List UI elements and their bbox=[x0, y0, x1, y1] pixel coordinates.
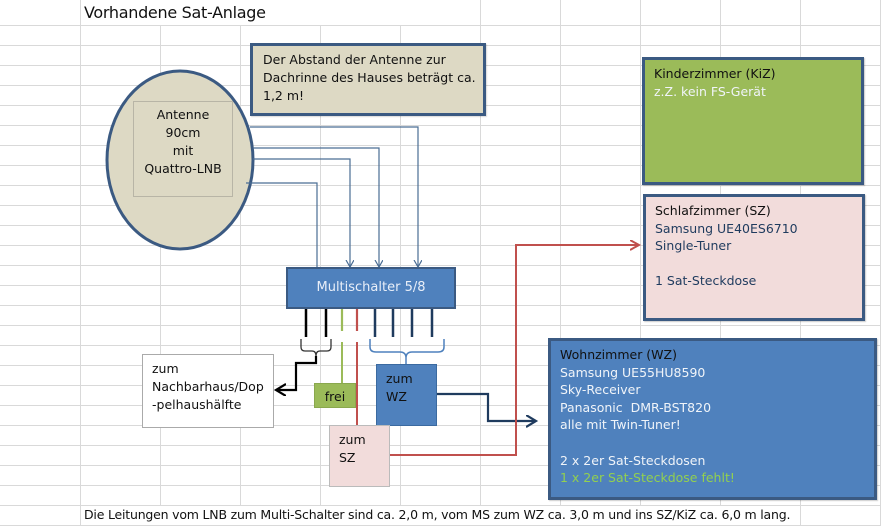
note-line: Dachrinne des Hauses beträgt ca. bbox=[263, 70, 476, 85]
room-wohnzimmer: Wohnzimmer (WZ) Samsung UE55HU8590 Sky-R… bbox=[548, 338, 877, 500]
cable-length-footer: Die Leitungen vom LNB zum Multi-Schalter… bbox=[84, 507, 791, 522]
to-wz-line: WZ bbox=[386, 389, 407, 404]
note-line: 1,2 m! bbox=[263, 88, 305, 103]
antenna-line: Quattro-LNB bbox=[144, 161, 222, 176]
to-sz-line: SZ bbox=[339, 450, 356, 465]
nachbar-line: -pelhaushälfte bbox=[152, 397, 242, 412]
room-line: z.Z. kein FS-Gerät bbox=[654, 83, 766, 99]
room-line: Single-Tuner bbox=[655, 238, 732, 254]
room-line bbox=[560, 434, 865, 452]
room-line: Sky-Receiver bbox=[560, 382, 641, 398]
room-line: alle mit Twin-Tuner! bbox=[560, 417, 681, 433]
nachbar-line: zum bbox=[152, 361, 179, 376]
antenna-line: mit bbox=[172, 143, 194, 158]
room-schlafzimmer: Schlafzimmer (SZ) Samsung UE40ES6710 Sin… bbox=[643, 194, 865, 321]
nachbar-line: Nachbarhaus/Dop bbox=[152, 379, 264, 394]
note-line: Der Abstand der Antenne zur bbox=[263, 52, 446, 67]
to-sz-box: zum SZ bbox=[329, 425, 390, 487]
room-line: Samsung UE55HU8590 bbox=[560, 364, 706, 380]
frei-box: frei bbox=[314, 383, 356, 408]
room-title: Schlafzimmer (SZ) bbox=[655, 203, 771, 218]
antenna-line: 90cm bbox=[165, 125, 201, 140]
nachbarhaus-box: zum Nachbarhaus/Dop -pelhaushälfte bbox=[142, 354, 274, 428]
room-line: 2 x 2er Sat-Steckdosen bbox=[560, 452, 706, 468]
multiswitch-box: Multischalter 5/8 bbox=[286, 267, 456, 309]
room-line bbox=[655, 255, 853, 273]
room-kinderzimmer: Kinderzimmer (KiZ) z.Z. kein FS-Gerät bbox=[642, 57, 864, 185]
to-sz-line: zum bbox=[339, 432, 366, 447]
room-line: Panasonic DMR-BST820 bbox=[560, 399, 712, 415]
room-title: Wohnzimmer (WZ) bbox=[560, 347, 677, 362]
multiswitch-label: Multischalter 5/8 bbox=[316, 280, 426, 295]
antenna-distance-note: Der Abstand der Antenne zur Dachrinne de… bbox=[250, 43, 486, 116]
room-line: 1 Sat-Steckdose bbox=[655, 273, 757, 289]
room-title: Kinderzimmer (KiZ) bbox=[654, 66, 776, 81]
merged-footer-cell bbox=[81, 506, 799, 525]
to-wz-line: zum bbox=[386, 371, 413, 386]
page-title: Vorhandene Sat-Anlage bbox=[84, 3, 266, 22]
antenna-label-box: Antenne 90cm mit Quattro-LNB bbox=[133, 101, 233, 197]
to-wz-box: zum WZ bbox=[376, 364, 437, 426]
frei-label: frei bbox=[324, 389, 346, 404]
room-line: Samsung UE40ES6710 bbox=[655, 220, 798, 236]
antenna-line: Antenne bbox=[156, 107, 210, 122]
missing-socket-warning: 1 x 2er Sat-Steckdose fehlt! bbox=[560, 470, 735, 486]
